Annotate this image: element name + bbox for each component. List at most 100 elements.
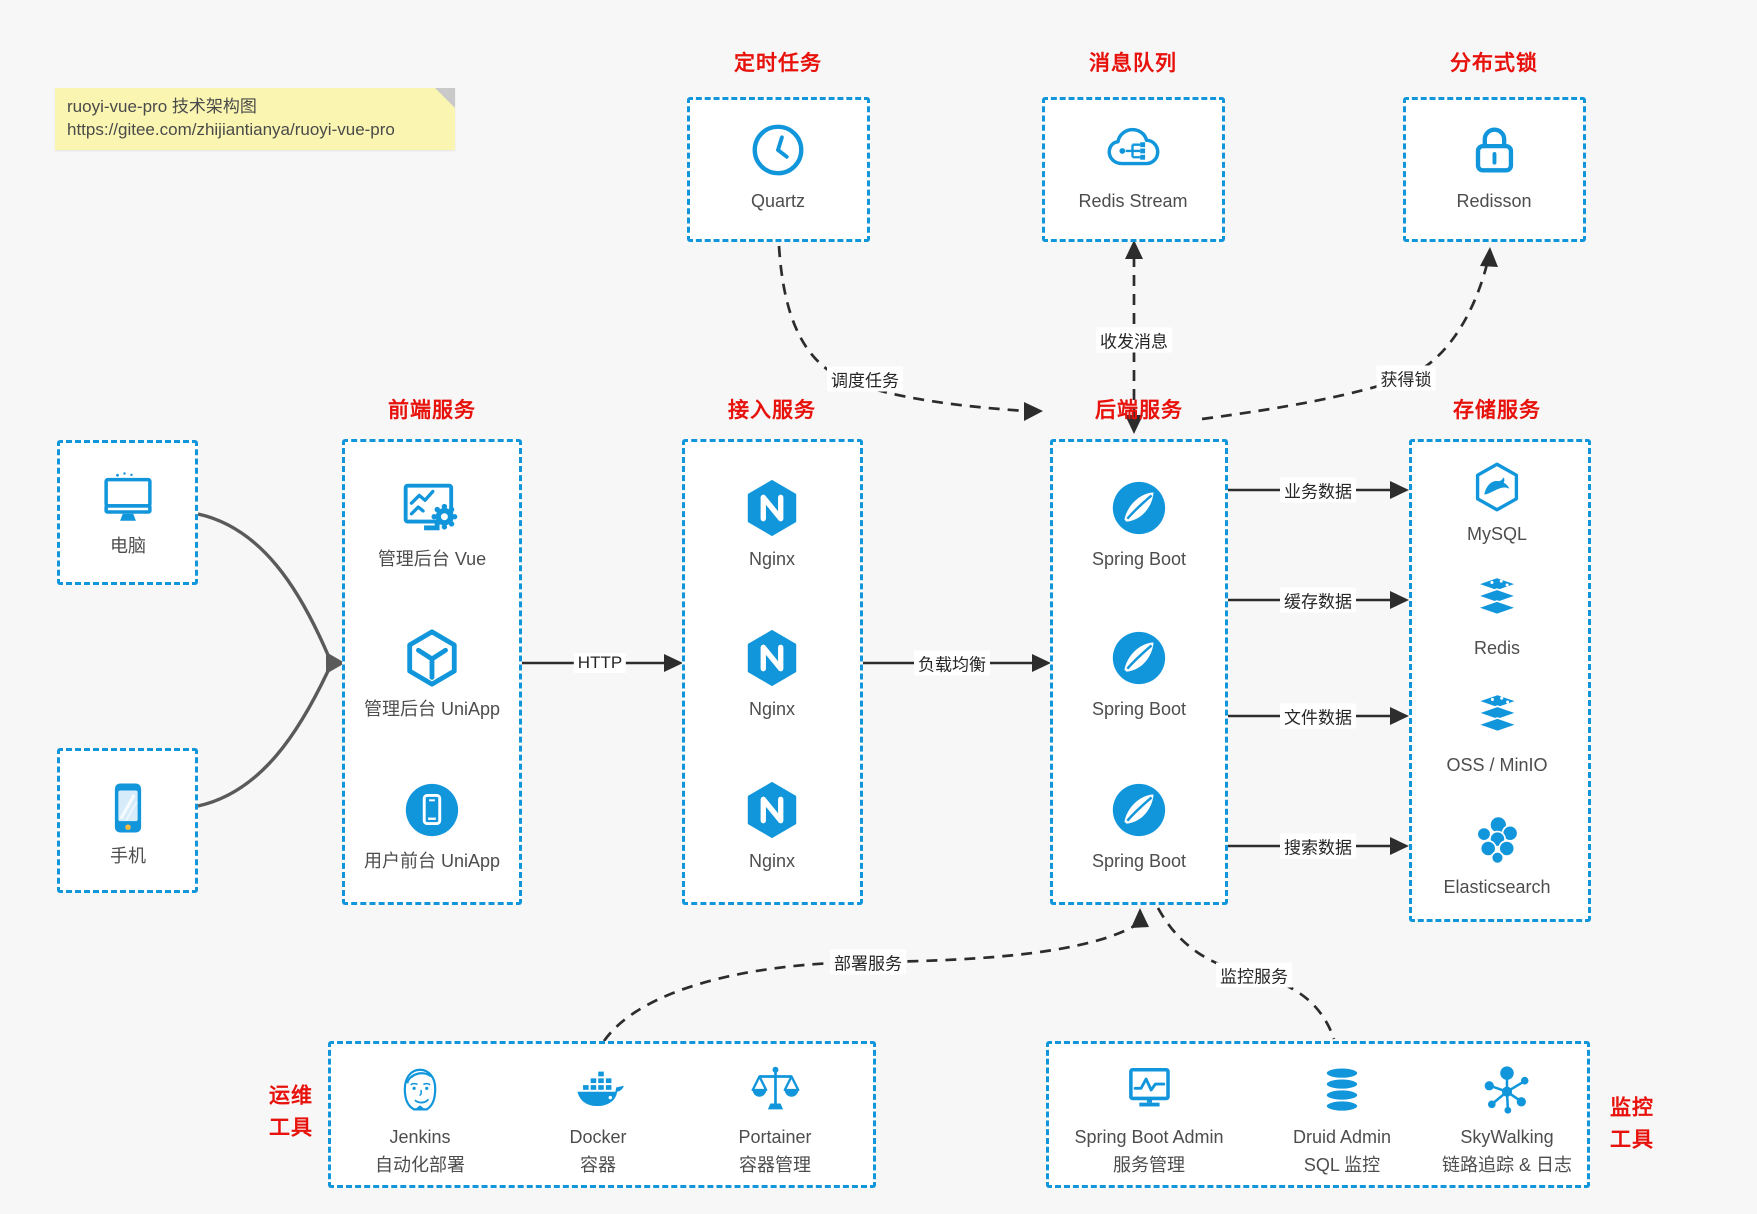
node-redisson: Redisson (1456, 119, 1532, 213)
arrowhead-load-balance (1032, 654, 1051, 672)
node-label: 用户前台 UniApp (363, 851, 501, 871)
ops-title-line1: 运维 (269, 1084, 313, 1108)
edge-label-search-data: 搜索数据 (1280, 833, 1356, 859)
edge-label-monitor-service: 监控服务 (1216, 962, 1292, 988)
node-label: Elasticsearch (1443, 877, 1551, 897)
edge-label-cache-data: 缓存数据 (1280, 587, 1356, 613)
monitor-chart-icon (1128, 1067, 1170, 1107)
node-sublabel: 容器管理 (738, 1155, 811, 1176)
edge-label-send-receive-msg: 收发消息 (1096, 327, 1172, 353)
node-label: SkyWalking (1460, 1127, 1554, 1147)
edge-label-file-data: 文件数据 (1280, 703, 1356, 729)
edge-label-acquire-lock: 获得锁 (1376, 365, 1436, 391)
jenkins-icon (403, 1068, 437, 1111)
node-mobile: 手机 (100, 780, 156, 868)
nginx-icon (747, 629, 797, 687)
node-sublabel: 容器 (579, 1155, 616, 1176)
nginx-icon (747, 781, 797, 839)
node-sublabel: 服务管理 (1113, 1155, 1185, 1176)
spring-boot-icon (1112, 783, 1166, 837)
group-title-frontend: 前端服务 (388, 399, 476, 422)
node-label: Nginx (748, 699, 796, 719)
node-label: Docker (569, 1127, 627, 1147)
edge-label-http: HTTP (573, 653, 627, 673)
edge-label-load-balance: 负载均衡 (914, 650, 990, 676)
admin-screen-gear-icon (403, 483, 458, 531)
arrowhead-biz-data (1390, 481, 1409, 499)
node-sublabel: 链路追踪 & 日志 (1441, 1155, 1573, 1176)
node-label: OSS / MinIO (1446, 755, 1548, 775)
elasticsearch-icon (1475, 815, 1519, 865)
portainer-scales-icon (751, 1066, 799, 1110)
node-skywalking: SkyWalking 链路追踪 & 日志 (1442, 1063, 1572, 1177)
arrowhead-file-data (1390, 707, 1409, 725)
node-label: 管理后台 UniApp (363, 699, 501, 719)
arrowhead-msg-up (1125, 240, 1143, 259)
node-spring-boot-3: Spring Boot (1092, 779, 1186, 873)
group-title-gateway: 接入服务 (728, 399, 816, 422)
node-label: Druid Admin (1292, 1127, 1392, 1147)
database-stack-icon (1325, 1066, 1359, 1113)
node-admin-vue: 管理后台 Vue (378, 477, 486, 571)
arrowhead-clients (326, 652, 345, 674)
node-label: MySQL (1466, 524, 1528, 544)
spring-boot-icon (1112, 631, 1166, 685)
monitoring-title-line2: 工具 (1610, 1128, 1654, 1151)
edge-acquire-lock (1201, 259, 1490, 421)
node-docker: Docker 容器 (569, 1063, 627, 1177)
object-storage-stack-icon (1475, 693, 1519, 733)
group-box-ops (328, 1041, 876, 1188)
cloud-stream-icon (1107, 127, 1159, 166)
node-sublabel: SQL 监控 (1303, 1155, 1381, 1176)
node-label: Redis (1473, 638, 1521, 658)
clock-icon (752, 124, 804, 176)
node-label: Redis Stream (1078, 191, 1188, 211)
edge-mobile-to-frontend (197, 670, 330, 808)
arrowhead-schedule-task (1024, 402, 1043, 421)
node-label: 电脑 (110, 536, 146, 556)
node-redis: Redis (1470, 574, 1524, 660)
docker-icon (576, 1070, 624, 1107)
group-title-storage: 存储服务 (1453, 399, 1541, 422)
monitoring-title-line1: 监控 (1610, 1096, 1654, 1120)
node-pc: 电脑 (100, 470, 156, 558)
node-jenkins: Jenkins 自动化部署 (375, 1063, 465, 1177)
arrowhead-search-data (1390, 837, 1409, 855)
group-title-mq: 消息队列 (1089, 52, 1177, 75)
node-label: Quartz (750, 191, 806, 211)
node-spring-boot-2: Spring Boot (1092, 627, 1186, 721)
note-fold-corner (435, 88, 455, 108)
node-druid-admin: Druid Admin SQL 监控 (1293, 1063, 1391, 1177)
desktop-icon (104, 472, 152, 521)
node-label: Portainer (738, 1127, 812, 1147)
edge-label-deploy-service: 部署服务 (830, 949, 906, 975)
node-label: 手机 (110, 846, 146, 866)
group-box-scheduled (687, 97, 870, 242)
group-title-scheduled: 定时任务 (734, 52, 822, 75)
node-label: Spring Boot (1091, 549, 1187, 569)
node-label: Spring Boot (1091, 699, 1187, 719)
node-nginx-3: Nginx (741, 779, 803, 873)
group-box-monitoring (1046, 1041, 1590, 1188)
sticky-note: ruoyi-vue-pro 技术架构图 https://gitee.com/zh… (55, 88, 455, 150)
hexagon-package-icon (407, 629, 457, 687)
group-box-mq (1042, 97, 1225, 242)
node-sublabel: 自动化部署 (375, 1155, 465, 1176)
edge-label-biz-data: 业务数据 (1280, 477, 1356, 503)
circle-phone-icon (405, 783, 459, 837)
phone-icon (114, 783, 142, 833)
edge-deploy-service (602, 923, 1137, 1042)
node-label: Jenkins (389, 1127, 451, 1147)
arrowhead-deploy-service (1131, 908, 1149, 928)
node-nginx-2: Nginx (741, 627, 803, 721)
arrowhead-cache-data (1390, 591, 1409, 609)
lock-icon (1475, 127, 1513, 173)
edge-pc-to-frontend (197, 512, 330, 656)
node-portainer: Portainer 容器管理 (738, 1063, 812, 1177)
edge-label-schedule-task: 调度任务 (827, 366, 903, 392)
node-label: Spring Boot (1091, 851, 1187, 871)
node-admin-uniapp: 管理后台 UniApp (364, 627, 500, 721)
node-nginx-1: Nginx (741, 477, 803, 571)
